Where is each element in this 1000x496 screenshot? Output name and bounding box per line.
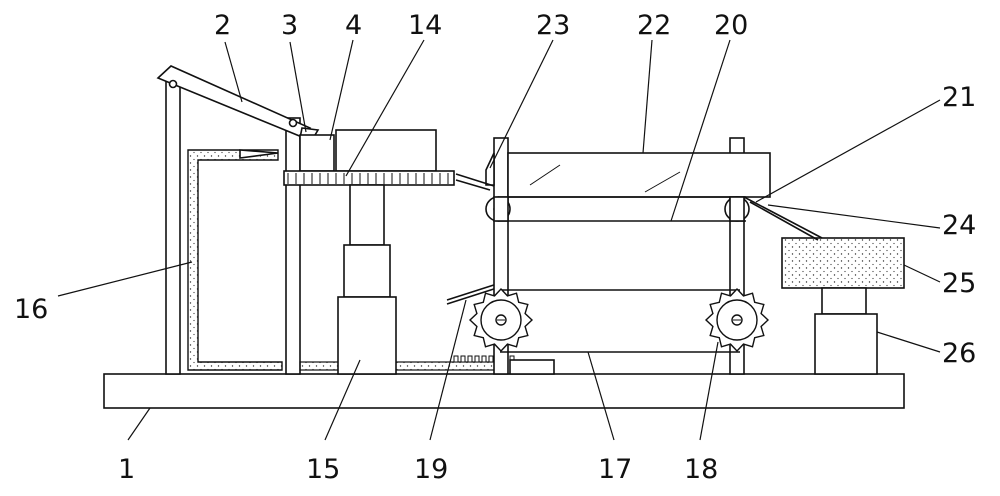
box-lip (485, 152, 495, 186)
saw-teeth (287, 173, 449, 184)
inclined-plate (156, 65, 312, 138)
label-2: 2 (214, 10, 231, 41)
saw-plate (283, 170, 455, 186)
sprocket-right (704, 287, 770, 353)
bottom-trough (299, 361, 497, 371)
label-24: 24 (942, 210, 976, 241)
support-rod (743, 196, 823, 239)
label-19: 19 (414, 454, 448, 485)
lift-base (337, 296, 397, 375)
channel-tip (239, 149, 279, 159)
housing-right (335, 129, 437, 172)
base-plate (103, 373, 905, 409)
middle-post (285, 117, 301, 375)
upper-box (507, 152, 771, 198)
left-post (165, 79, 181, 375)
hinge-pin-left (168, 79, 178, 89)
hinge-pin-middle (288, 118, 298, 128)
label-17: 17 (598, 454, 632, 485)
guide-bar (446, 282, 501, 301)
label-4: 4 (345, 10, 362, 41)
label-16: 16 (14, 294, 48, 325)
lift-rod (349, 184, 385, 246)
label-14: 14 (408, 10, 442, 41)
lift-cylinder (343, 244, 391, 298)
label-3: 3 (281, 10, 298, 41)
label-22: 22 (637, 10, 671, 41)
material-box (781, 237, 905, 289)
label-1: 1 (118, 454, 135, 485)
label-15: 15 (306, 454, 340, 485)
label-23: 23 (536, 10, 570, 41)
label-21: 21 (942, 82, 976, 113)
support-neck (821, 287, 867, 315)
label-26: 26 (942, 338, 976, 369)
label-18: 18 (684, 454, 718, 485)
label-25: 25 (942, 268, 976, 299)
label-20: 20 (714, 10, 748, 41)
sprocket-left (468, 287, 534, 353)
support-base (814, 313, 878, 375)
rack-block (509, 359, 555, 375)
housing-left (299, 134, 335, 172)
collecting-channel (187, 149, 283, 371)
